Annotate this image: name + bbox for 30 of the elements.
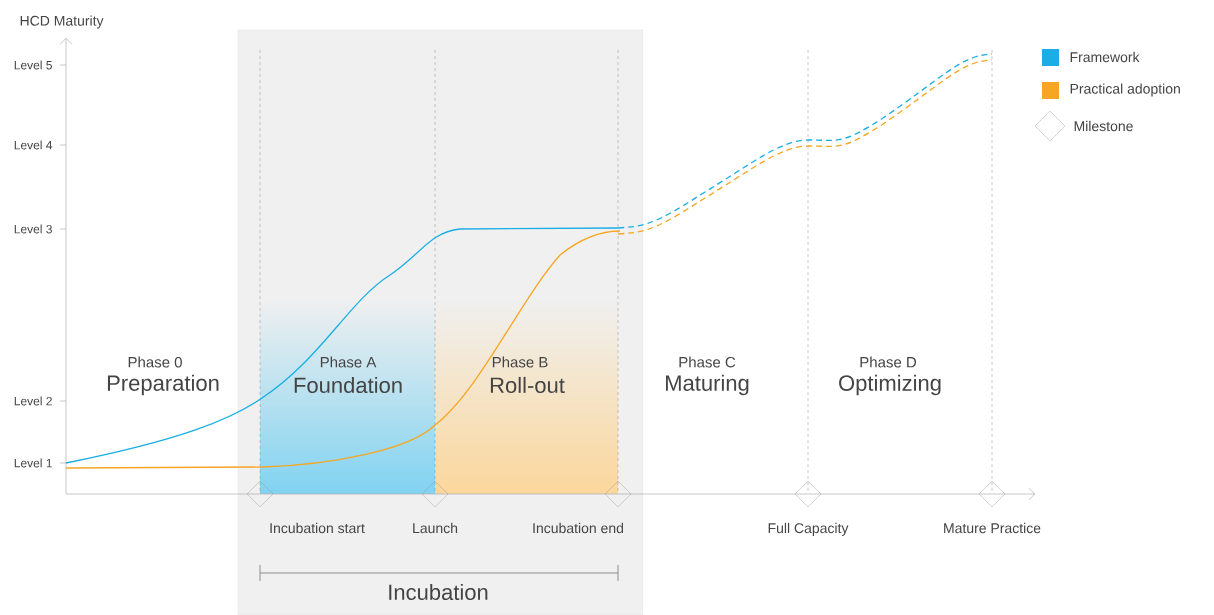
phase-name: Roll-out xyxy=(490,376,565,394)
milestone: Mature Practice xyxy=(944,480,1041,534)
milestone: Full Capacity xyxy=(768,480,849,536)
phase-name: Foundation xyxy=(294,376,402,394)
axis-label: Level 3 xyxy=(14,224,52,234)
axis-title: HCD Maturity xyxy=(20,15,104,29)
bracket-label: Incubation xyxy=(389,583,488,601)
axis-label: Level 2 xyxy=(14,396,52,406)
legend-label: Milestone xyxy=(1074,120,1133,132)
node-label: Mature Practice xyxy=(944,522,1041,534)
phase-name: Optimizing xyxy=(839,374,941,396)
phase-name: Maturing xyxy=(666,374,749,396)
axis-label: Level 4 xyxy=(14,140,53,150)
phase-label: Phase A xyxy=(320,356,377,368)
axis-label: Level 1 xyxy=(14,458,52,468)
phase-name: Preparation xyxy=(107,374,219,396)
axis-label: Level 5 xyxy=(14,60,52,70)
phase-label: Phase C xyxy=(679,356,736,368)
milestone: Incubation start xyxy=(246,480,365,534)
phase-label: Phase 0 xyxy=(128,356,182,368)
node-label: Launch xyxy=(413,522,458,534)
milestone: Incubation end xyxy=(533,480,632,534)
node-label: Incubation end xyxy=(533,522,624,534)
phase-label: Phase D xyxy=(860,356,917,368)
legend-label: Framework xyxy=(1070,51,1140,63)
node-label: Full Capacity xyxy=(768,522,849,536)
legend-label: Practical adoption xyxy=(1070,83,1180,97)
node-label: Incubation start xyxy=(270,522,365,534)
phase-label: Phase B xyxy=(492,356,548,368)
milestone: Launch xyxy=(413,480,458,534)
